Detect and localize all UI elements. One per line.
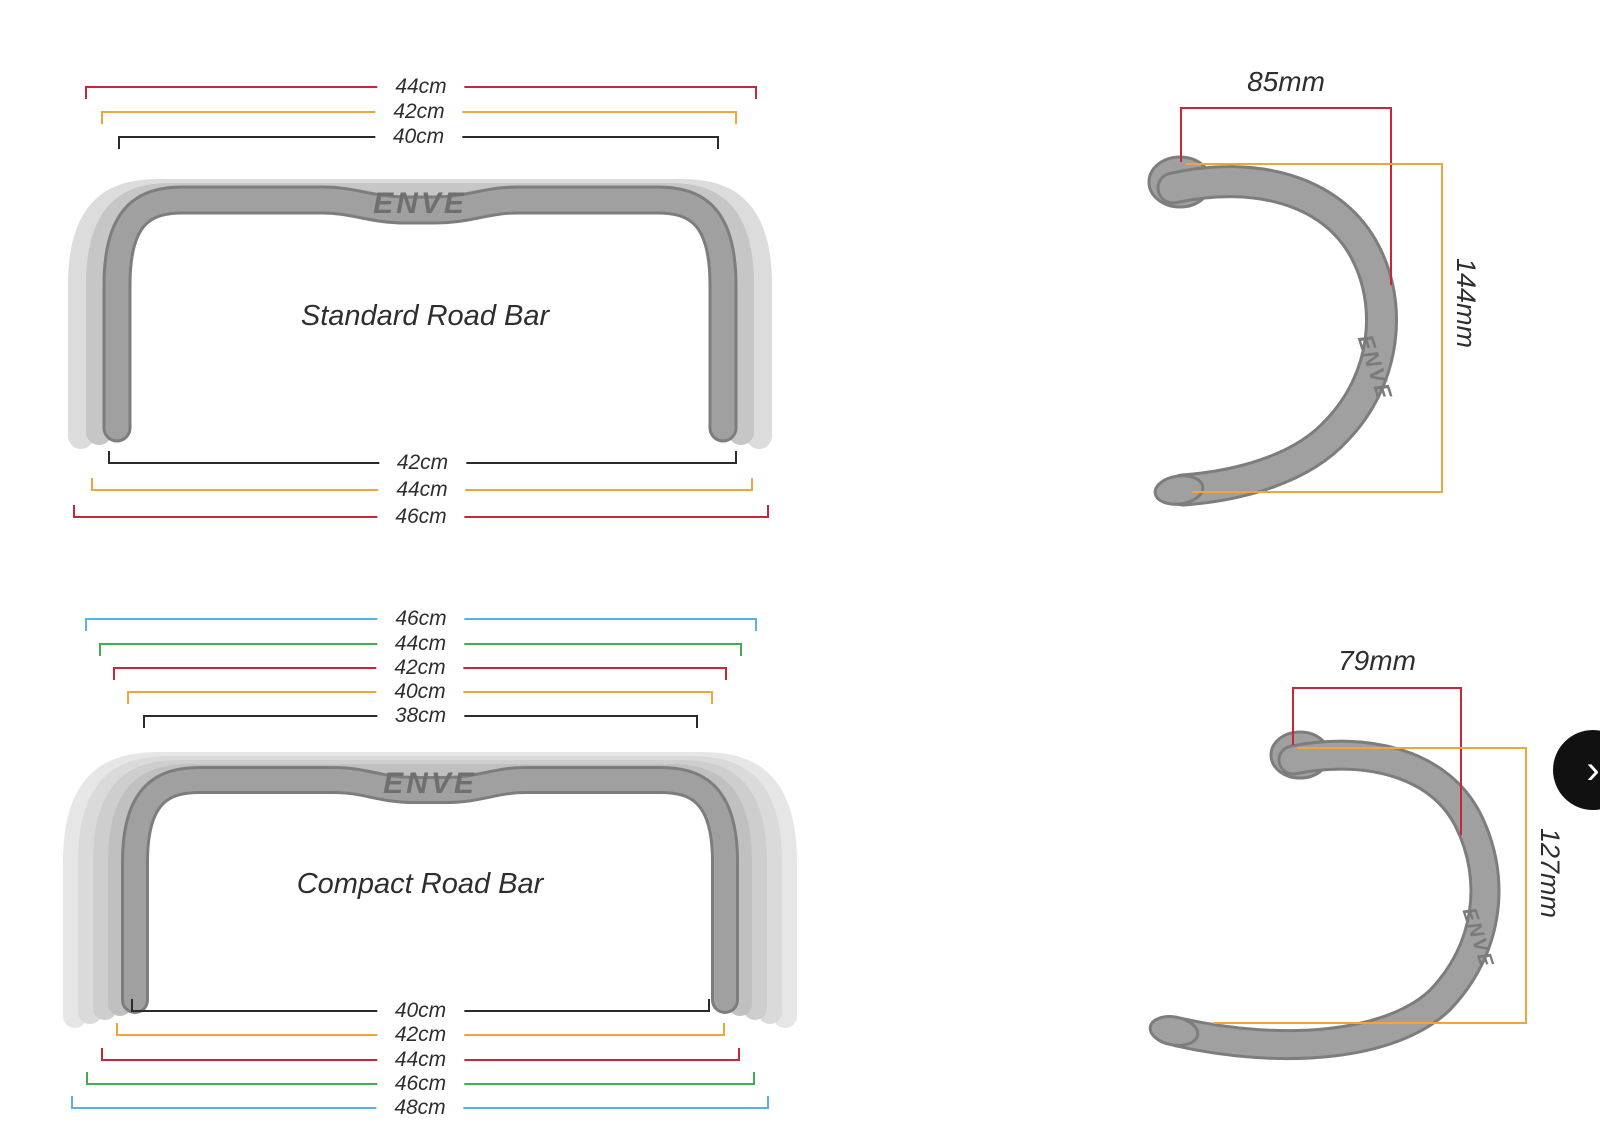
dim-tick-left [71,1096,73,1109]
dimension-label: 40cm [376,678,464,706]
dim-tick-left [101,1048,103,1061]
dim-tick-left [86,1072,88,1085]
std-drop-line-top [1186,163,1443,165]
standard-bar-front-illustration: ENVE [68,179,772,449]
cmp-reach-label: 79mm [1338,645,1416,676]
cmp-drop-line-bottom [1213,1022,1527,1024]
cmp-reach-line [1292,687,1462,689]
drop-end [1153,474,1205,506]
std-reach-line [1180,107,1392,109]
dim-tick-left [108,451,110,464]
dim-tick-right [725,667,727,680]
dim-tick-right [696,715,698,728]
standard-bar-title: Standard Road Bar [300,300,550,332]
dim-tick-left [118,136,120,149]
carousel-next-button[interactable]: › [1553,730,1600,810]
dim-tick-left [101,111,103,124]
dimension-label: 40cm [374,123,463,151]
bar-body [1159,168,1395,504]
dimension-label: 46cm [377,503,465,531]
compact-bar-front-illustration: ENVE [63,752,797,1028]
dim-tick-right [717,136,719,149]
std-drop-line-vertical [1441,163,1443,493]
dim-tick-right [740,643,742,656]
drop-end [1148,1015,1200,1047]
cmp-reach-tick-left [1292,687,1294,745]
dim-tick-right [751,478,753,491]
dim-tick-right [723,1023,725,1036]
chevron-right-icon: › [1586,747,1600,792]
bar-body [124,769,736,1011]
dim-tick-right [767,1096,769,1109]
dimension-label: 46cm [377,605,465,633]
dimension-label: 44cm [376,630,465,658]
dim-tick-right [711,691,713,704]
dim-tick-right [755,86,757,99]
dimension-label: 42cm [376,654,464,682]
bar-body [1165,742,1498,1058]
dim-tick-left [113,667,115,680]
enve-logo: ENVE [373,187,467,220]
cmp-drop-label: 127mm [1535,828,1565,919]
bar-body [105,188,735,440]
enve-logo: ENVE [383,767,477,800]
dim-tick-right [738,1048,740,1061]
dim-tick-left [85,618,87,631]
dim-tick-right [767,505,769,518]
standard-bar-side-illustration: ENVE [1147,155,1398,507]
std-drop-line-bottom [1192,491,1443,493]
dim-tick-right [753,1072,755,1085]
dim-tick-left [91,478,93,491]
std-drop-label: 144mm [1451,258,1481,349]
dimension-label: 42cm [378,449,467,477]
dimension-label: 44cm [377,73,465,101]
dim-tick-left [116,1023,118,1036]
dim-tick-right [735,451,737,464]
dim-tick-right [735,111,737,124]
dimension-label: 40cm [376,997,465,1025]
dim-tick-left [131,999,133,1012]
dim-tick-left [127,691,129,704]
dim-tick-left [73,505,75,518]
std-reach-tick-left [1180,107,1182,162]
std-reach-label: 85mm [1247,66,1325,97]
compact-bar-title: Compact Road Bar [296,868,544,900]
compact-bar-side-illustration: ENVE [1148,730,1501,1061]
dimension-label: 38cm [376,702,465,730]
dim-tick-left [99,643,101,656]
cmp-drop-line-top [1297,747,1527,749]
dimension-label: 42cm [375,98,463,126]
cmp-drop-line-vertical [1525,747,1527,1024]
dimension-label: 42cm [376,1021,465,1049]
cmp-reach-tick-right [1460,687,1462,835]
dimension-label: 44cm [378,476,466,504]
dim-tick-right [708,999,710,1012]
dim-tick-left [85,86,87,99]
dimension-label: 44cm [376,1046,465,1074]
dim-tick-left [143,715,145,728]
dimension-label: 46cm [376,1070,465,1098]
std-reach-tick-right [1390,107,1392,285]
dimension-label: 48cm [376,1094,464,1122]
dim-tick-right [755,618,757,631]
